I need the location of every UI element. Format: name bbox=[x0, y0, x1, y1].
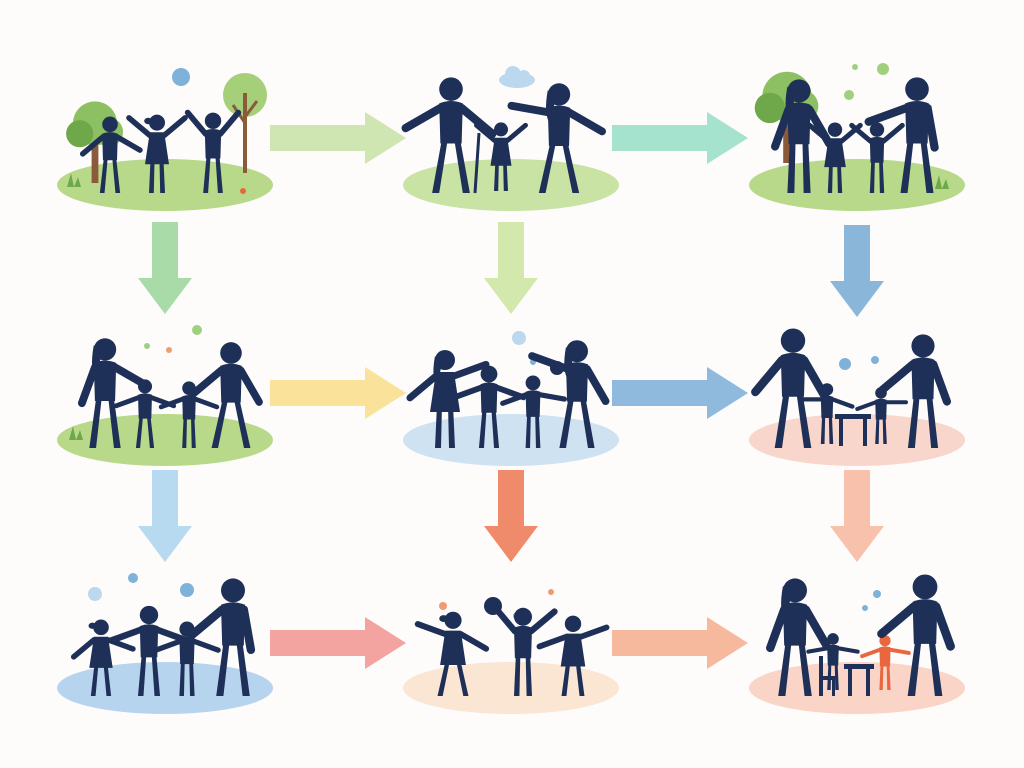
child-figure bbox=[184, 109, 242, 193]
arrow-right-kids-playing-ball bbox=[612, 617, 748, 669]
bubble-icon bbox=[144, 343, 150, 349]
bubble-icon bbox=[548, 589, 554, 595]
child-figure bbox=[855, 387, 908, 444]
arrow-down-family-in-garden bbox=[830, 225, 884, 317]
cloud-icon bbox=[499, 66, 535, 88]
arrow-right-family-walking-hands bbox=[270, 617, 406, 669]
bubble-icon bbox=[172, 68, 190, 86]
scene-park-kids-playing bbox=[57, 68, 273, 211]
arrow-down-group-holding-hands bbox=[484, 470, 538, 562]
grass-icon bbox=[69, 426, 83, 440]
adult-figure bbox=[864, 77, 939, 193]
child-figure bbox=[807, 122, 863, 193]
arrow-right-group-holding-hands bbox=[612, 367, 748, 419]
child-figure bbox=[153, 621, 221, 696]
ground-ellipse bbox=[403, 159, 619, 211]
arrow-right-elder-and-helper-with-child bbox=[612, 112, 748, 164]
scene-adults-with-kids-at-table bbox=[749, 574, 965, 714]
grass-icon bbox=[67, 173, 81, 187]
elder-figure bbox=[401, 77, 497, 193]
child-figure bbox=[849, 122, 905, 193]
child-figure bbox=[806, 633, 860, 690]
bubble-icon bbox=[166, 347, 172, 353]
child-figure bbox=[406, 350, 490, 448]
adult-figure bbox=[189, 342, 263, 448]
bubble-icon bbox=[192, 325, 202, 335]
arrow-down-elder-and-helper-with-child bbox=[484, 222, 538, 314]
arrow-down-park-kids-playing bbox=[138, 222, 192, 314]
bubble-icon bbox=[88, 587, 102, 601]
child-figure bbox=[126, 114, 188, 193]
scene-family-walking-hands bbox=[57, 573, 273, 714]
child-figure bbox=[414, 611, 490, 696]
ground-ellipse bbox=[749, 159, 965, 211]
adult-figure bbox=[878, 334, 951, 448]
arrow-right-adults-lead-kids-in-circle bbox=[270, 367, 406, 419]
child-figure bbox=[798, 383, 855, 444]
scene-table-activity bbox=[749, 328, 965, 466]
bubble-icon bbox=[439, 602, 447, 610]
adult-figure bbox=[528, 340, 610, 448]
chair-icon bbox=[819, 656, 835, 696]
adult-figure bbox=[877, 574, 955, 696]
cane-icon bbox=[473, 132, 481, 194]
table-icon bbox=[835, 414, 871, 446]
ground-ellipse bbox=[403, 662, 619, 714]
scene-kids-playing-ball bbox=[403, 589, 619, 714]
ground-ellipse bbox=[57, 662, 273, 714]
bubble-icon bbox=[844, 90, 854, 100]
table-icon bbox=[844, 664, 874, 696]
bubble-icon bbox=[873, 590, 881, 598]
child-figure bbox=[79, 116, 143, 193]
adult-figure bbox=[766, 578, 831, 696]
bubble-icon bbox=[871, 356, 879, 364]
child-figure bbox=[474, 122, 528, 191]
bubble-icon bbox=[180, 583, 194, 597]
scene-adults-lead-kids-in-circle bbox=[57, 325, 273, 466]
child-figure bbox=[70, 619, 136, 696]
child-figure bbox=[500, 375, 568, 448]
bubble-icon bbox=[852, 64, 858, 70]
grass-icon bbox=[935, 175, 949, 189]
child-figure bbox=[158, 381, 220, 448]
scene-elder-and-helper-with-child bbox=[401, 66, 619, 211]
child-figure bbox=[860, 635, 911, 690]
scene-group-holding-hands bbox=[403, 331, 619, 466]
adult-figure bbox=[507, 83, 606, 193]
child-figure bbox=[536, 615, 610, 696]
arrow-down-adults-lead-kids-in-circle bbox=[138, 470, 192, 562]
arrow-down-table-activity bbox=[830, 470, 884, 562]
adult-figure bbox=[186, 578, 256, 696]
ground-ellipse bbox=[57, 159, 273, 211]
bubble-icon bbox=[839, 358, 851, 370]
bubble-icon bbox=[877, 63, 889, 75]
ball-icon bbox=[240, 188, 246, 194]
arrow-right-park-kids-playing bbox=[270, 112, 406, 164]
bubble-icon bbox=[128, 573, 138, 583]
bubble-icon bbox=[512, 331, 526, 345]
scene-family-in-garden bbox=[749, 63, 965, 211]
bubble-icon bbox=[862, 605, 868, 611]
child-figure bbox=[492, 604, 558, 696]
